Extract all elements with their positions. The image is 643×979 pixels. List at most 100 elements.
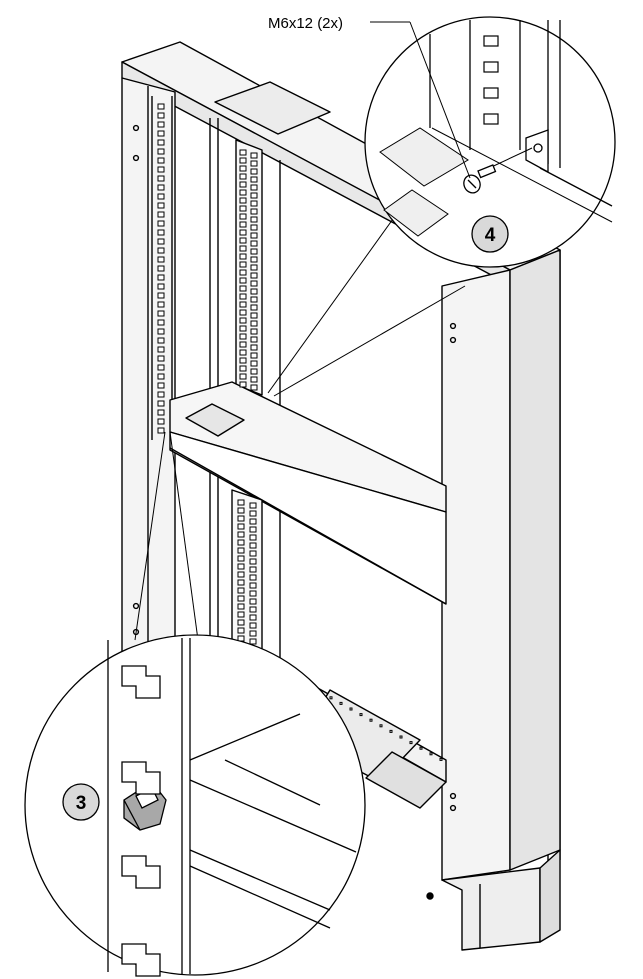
detail-3-circle: [24, 634, 366, 976]
rail-hole: [239, 381, 247, 388]
rail-hole: [157, 175, 165, 182]
rail-hole: [157, 274, 165, 281]
rail-slot: [121, 665, 161, 699]
rail-hole: [157, 256, 165, 263]
detail-3-rail-holes: [121, 665, 161, 977]
rail-hole: [250, 360, 258, 367]
right-front-post: [441, 269, 511, 881]
rail-hole: [250, 240, 258, 247]
rail-hole: [239, 237, 247, 244]
cabinet-plinth-side: [539, 849, 561, 943]
callout-4: 4: [471, 215, 509, 253]
rail-hole: [157, 391, 165, 398]
rail-hole: [237, 539, 245, 546]
rail-hole: [249, 550, 257, 557]
rail-hole: [157, 400, 165, 407]
callout-3: 3: [62, 783, 100, 821]
rail-hole: [483, 113, 499, 125]
rail-hole: [369, 718, 373, 722]
rail-hole: [483, 61, 499, 73]
rail-hole: [239, 325, 247, 332]
rail-hole: [157, 229, 165, 236]
rail-hole: [250, 184, 258, 191]
lower-mounting-rail: [231, 489, 263, 651]
rail-hole: [250, 168, 258, 175]
detail-4-floor-plate: [379, 127, 469, 187]
rail-hole: [157, 283, 165, 290]
mounting-shelf-top: [169, 381, 447, 513]
rail-hole: [399, 735, 403, 739]
rail-hole: [157, 382, 165, 389]
rail-hole: [249, 534, 257, 541]
rail-hole: [239, 317, 247, 324]
rail-hole: [237, 619, 245, 626]
detail-4-floor-plate-2: [383, 189, 449, 237]
rail-hole: [249, 566, 257, 573]
rail-hole: [239, 365, 247, 372]
rail-slot: [121, 761, 161, 795]
rail-hole: [237, 507, 245, 514]
rail-hole: [250, 328, 258, 335]
rail-hole: [239, 253, 247, 260]
rail-hole: [250, 224, 258, 231]
rail-hole: [237, 571, 245, 578]
rail-hole: [250, 344, 258, 351]
rail-hole: [250, 304, 258, 311]
detail-3-magnifier: [24, 431, 366, 976]
rail-hole: [157, 319, 165, 326]
rail-slot: [121, 855, 161, 889]
rail-hole: [249, 606, 257, 613]
rail-hole: [250, 248, 258, 255]
rail-hole: [250, 208, 258, 215]
rail-hole: [157, 292, 165, 299]
rail-hole: [359, 713, 363, 717]
rail-hole: [249, 598, 257, 605]
rail-hole: [157, 355, 165, 362]
rail-hole: [237, 579, 245, 586]
rail-hole: [157, 121, 165, 128]
rail-hole: [157, 265, 165, 272]
rail-hole: [483, 87, 499, 99]
rail-hole: [239, 229, 247, 236]
callout-4-number: 4: [485, 225, 496, 246]
rail-hole: [239, 349, 247, 356]
rail-hole: [250, 192, 258, 199]
rail-hole: [249, 558, 257, 565]
rail-hole: [429, 752, 433, 756]
rail-hole: [157, 364, 165, 371]
rail-hole: [250, 368, 258, 375]
rail-hole: [439, 757, 443, 761]
rail-hole: [250, 320, 258, 327]
rail-hole: [157, 103, 165, 110]
rail-hole: [250, 264, 258, 271]
rail-hole: [419, 746, 423, 750]
rail-hole: [389, 729, 393, 733]
callout-3-number: 3: [76, 793, 87, 814]
rail-hole: [237, 587, 245, 594]
rail-hole: [157, 328, 165, 335]
rail-hole: [239, 261, 247, 268]
rail-hole: [237, 523, 245, 530]
rail-hole: [157, 130, 165, 137]
rail-hole: [249, 518, 257, 525]
rail-hole: [250, 376, 258, 383]
rail-hole: [250, 176, 258, 183]
rail-hole: [239, 157, 247, 164]
rail-hole: [239, 309, 247, 316]
rail-hole: [157, 148, 165, 155]
rail-hole: [239, 181, 247, 188]
rail-hole: [250, 296, 258, 303]
screw-label-pointer: [409, 21, 471, 179]
rail-hole: [250, 336, 258, 343]
rail-hole: [157, 193, 165, 200]
rail-hole: [239, 293, 247, 300]
rail-hole: [157, 139, 165, 146]
rail-hole: [250, 200, 258, 207]
rail-hole: [239, 165, 247, 172]
shelf-floor-patch: [185, 403, 245, 437]
rail-hole: [157, 310, 165, 317]
rail-hole: [157, 301, 165, 308]
bottom-floor-plate-2: [365, 751, 447, 809]
rail-hole: [237, 531, 245, 538]
rail-hole: [237, 515, 245, 522]
